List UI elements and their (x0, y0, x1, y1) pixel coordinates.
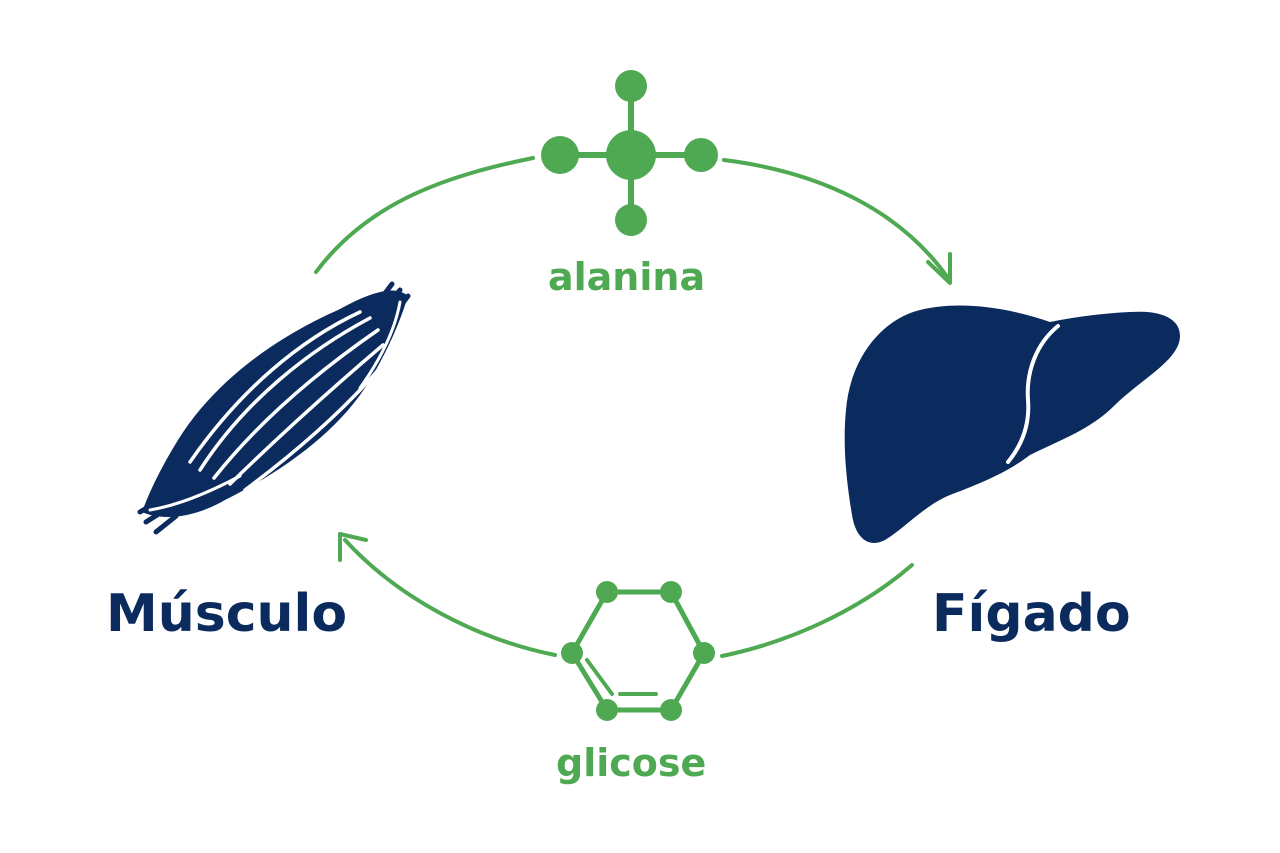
muscle-label: Músculo (106, 584, 348, 644)
flow-arrow-alanine-to-liver (722, 158, 950, 280)
flow-arrow-glucose-to-muscle (343, 538, 557, 657)
glucose-ring-icon (561, 581, 715, 721)
arrowhead-muscle (338, 532, 368, 562)
alanine-label: alanina (548, 255, 706, 299)
flow-arrow-liver-to-glucose (720, 563, 914, 658)
liver-icon (844, 305, 1180, 543)
muscle-icon (137, 281, 411, 535)
alanine-molecule-icon (541, 70, 718, 236)
liver-label: Fígado (932, 584, 1131, 644)
glucose-label: glicose (556, 741, 707, 785)
arrowhead-liver (926, 252, 952, 285)
flow-arrow-muscle-to-alanine (314, 156, 535, 274)
